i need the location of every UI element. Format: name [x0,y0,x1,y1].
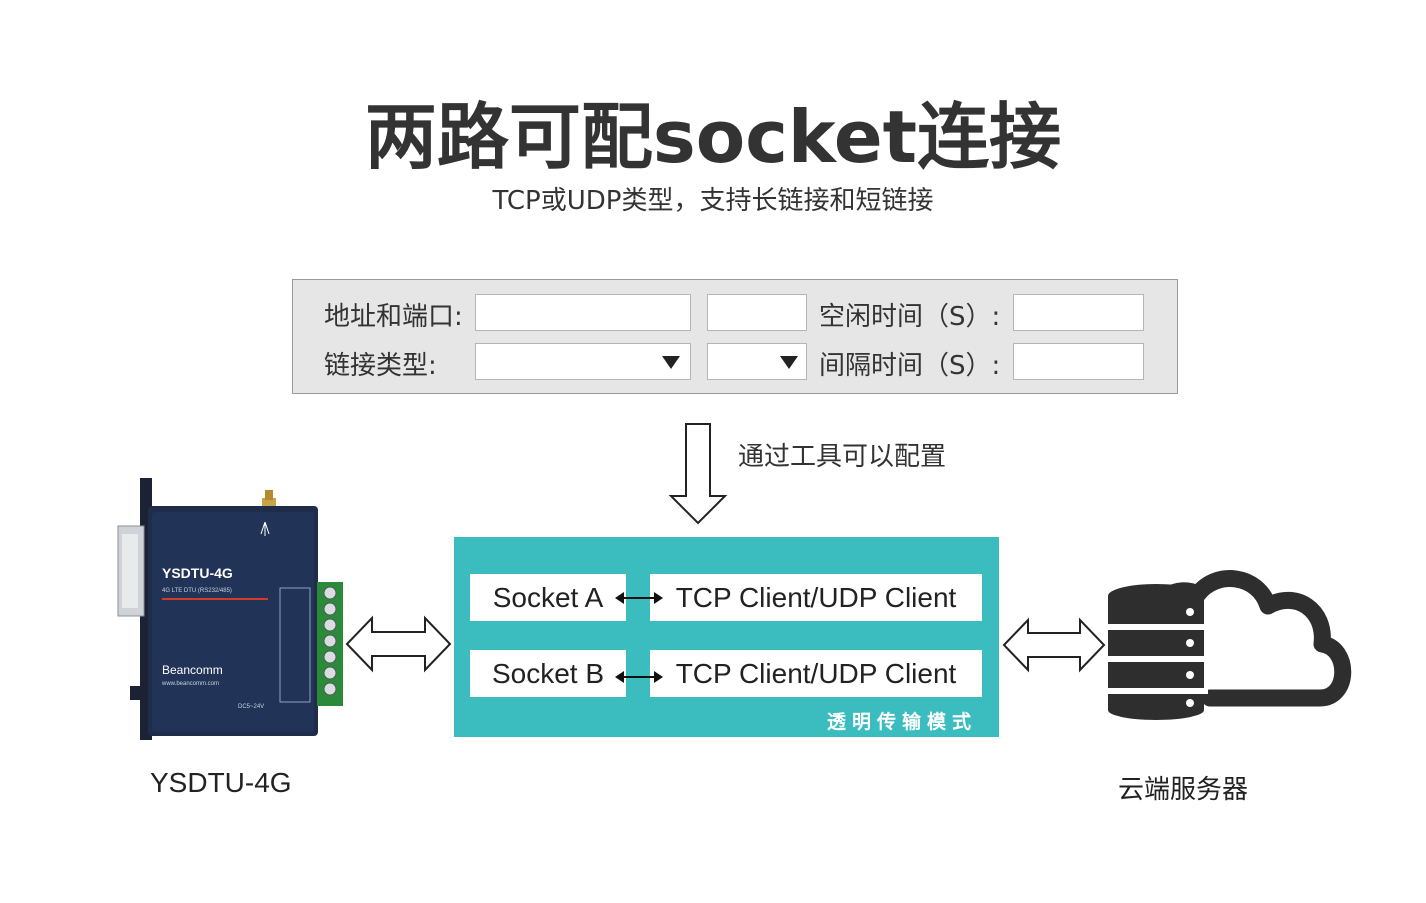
device-power-text: DC5~24V [238,704,264,710]
down-arrow-icon [668,423,728,525]
server-icon [1104,584,1208,720]
idle-time-field[interactable] [1013,294,1144,331]
device-image: YSDTU-4G 4G LTE DTU (RS232/485) Beancomm… [117,478,343,740]
page-title: 两路可配socket连接 [364,95,1062,179]
address-field[interactable] [475,294,691,331]
port-field[interactable] [707,294,807,331]
double-arrow-icon [345,615,452,673]
protocol-select[interactable] [707,343,807,380]
idle-time-label: 空闲时间（S）: [819,302,1001,332]
arrow-note: 通过工具可以配置 [738,442,947,472]
config-panel: 地址和端口: 空闲时间（S）: 链接类型: 间隔时间（S）: [292,279,1178,394]
double-arrow-icon [1002,617,1106,673]
socket-a-client-cell: TCP Client/UDP Client [650,574,982,621]
mode-label: 透明传输模式 [827,711,978,733]
chevron-down-icon [780,356,798,369]
small-double-arrow-icon [615,671,663,683]
device-caption: YSDTU-4G [150,767,292,798]
device-url-text: www.beancomm.com [161,681,219,687]
device-sub-text: 4G LTE DTU (RS232/485) [162,588,232,594]
interval-time-label: 间隔时间（S）: [819,351,1001,381]
link-type-label: 链接类型: [324,351,437,381]
cloud-server-caption: 云端服务器 [1118,775,1249,805]
socket-b-client-cell: TCP Client/UDP Client [650,650,982,697]
cloud-server-icon [1104,570,1352,720]
page-subtitle: TCP或UDP类型，支持长链接和短链接 [492,186,934,216]
chevron-down-icon [662,356,680,369]
socket-b-cell: Socket B [470,650,626,697]
link-type-select[interactable] [475,343,691,380]
socket-a-cell: Socket A [470,574,626,621]
device-model-text: YSDTU-4G [162,565,233,581]
small-double-arrow-icon [615,592,663,604]
device-brand-text: Beancomm [162,663,223,677]
transparent-mode-box: Socket A TCP Client/UDP Client Socket B … [454,537,999,737]
interval-time-field[interactable] [1013,343,1144,380]
address-port-label: 地址和端口: [324,302,463,332]
